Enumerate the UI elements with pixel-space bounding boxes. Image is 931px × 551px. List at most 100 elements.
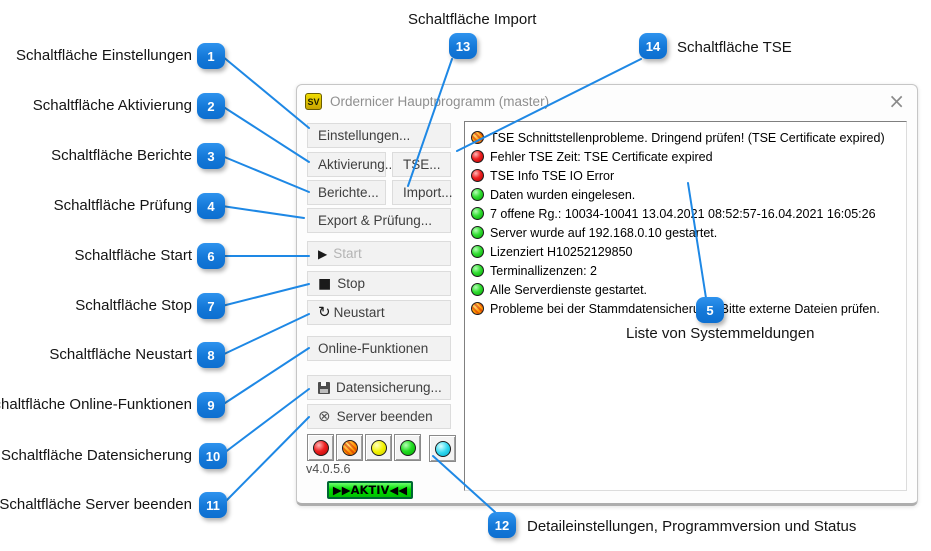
play-icon: ▶: [318, 246, 328, 261]
online-funktionen-button-label: Online-Funktionen: [318, 341, 429, 356]
aktivierung-button[interactable]: Aktivierung...: [307, 152, 396, 177]
status-dot-icon: [471, 150, 484, 163]
import-button-label: Import...: [403, 185, 453, 200]
message-row: 7 offene Rg.: 10034-10041 13.04.2021 08:…: [471, 204, 900, 223]
system-message-list[interactable]: TSE Schnittstellenprobleme. Dringend prü…: [464, 121, 907, 491]
berichte-button[interactable]: Berichte...: [307, 180, 386, 205]
message-row: Fehler TSE Zeit: TSE Certificate expired: [471, 147, 900, 166]
circled-x-icon: ⊗: [318, 407, 331, 425]
datensicherung-button[interactable]: Datensicherung...: [307, 375, 451, 400]
callout-label-berichte: Schaltfläche Berichte: [51, 147, 192, 164]
callout-label-details-status: Detaileinstellungen, Programmversion und…: [527, 518, 857, 535]
cyan-ball-icon: [434, 440, 451, 457]
window-title: Ordernicer Hauptprogramm (master): [330, 94, 550, 109]
neustart-button[interactable]: ↻ Neustart: [307, 300, 451, 325]
callout-label-import: Schaltfläche Import: [408, 11, 537, 28]
restart-arrow-icon: ↻: [318, 303, 331, 321]
tse-button[interactable]: TSE...: [392, 152, 451, 177]
status-dot-icon: [471, 283, 484, 296]
indicator-orange-button[interactable]: [336, 434, 363, 461]
export-pruefung-button-label: Export & Prüfung...: [318, 213, 433, 228]
message-text: TSE Schnittstellenprobleme. Dringend prü…: [490, 130, 885, 145]
status-dot-icon: [471, 188, 484, 201]
callout-badge-8: 8: [197, 342, 225, 368]
callout-label-datensicherung: Schaltfläche Datensicherung: [1, 447, 192, 464]
indicator-red-button[interactable]: [307, 434, 334, 461]
start-button[interactable]: ▶ Start: [307, 241, 451, 266]
indicator-cyan-button[interactable]: [429, 435, 456, 462]
status-dot-icon: [471, 302, 484, 315]
indicator-green-button[interactable]: [394, 434, 421, 461]
callout-badge-13: 13: [449, 33, 477, 59]
message-row: TSE Info TSE IO Error: [471, 166, 900, 185]
status-dot-icon: [471, 207, 484, 220]
stop-button[interactable]: ■ Stop: [307, 271, 451, 296]
callout-badge-3: 3: [197, 143, 225, 169]
green-ball-icon: [399, 439, 416, 456]
callout-line-4: [221, 205, 305, 219]
callout-badge-9: 9: [197, 392, 225, 418]
app-icon: SV: [305, 93, 322, 110]
callout-badge-14: 14: [639, 33, 667, 59]
export-pruefung-button[interactable]: Export & Prüfung...: [307, 208, 451, 233]
message-row: Daten wurden eingelesen.: [471, 185, 900, 204]
callout-label-server-beenden: Schaltfläche Server beenden: [0, 496, 192, 513]
aktiv-status-button[interactable]: ▶▶AKTIV◀◀: [327, 481, 413, 499]
stop-square-icon: ■: [318, 275, 332, 292]
neustart-button-label: Neustart: [333, 305, 385, 320]
einstellungen-button[interactable]: Einstellungen...: [307, 123, 451, 148]
message-row: Alle Serverdienste gestartet.: [471, 280, 900, 299]
aktivierung-button-label: Aktivierung...: [318, 157, 397, 172]
app-window: SV Ordernicer Hauptprogramm (master) × E…: [296, 84, 918, 506]
indicator-yellow-button[interactable]: [365, 434, 392, 461]
callout-badge-12: 12: [488, 512, 516, 538]
callout-badge-5: 5: [696, 297, 724, 323]
berichte-button-label: Berichte...: [318, 185, 379, 200]
close-icon[interactable]: ×: [888, 89, 905, 113]
callout-badge-2: 2: [197, 93, 225, 119]
callout-label-online-funktionen: Schaltfläche Online-Funktionen: [0, 396, 192, 413]
callout-label-systemmeldungen: Liste von Systemmeldungen: [626, 325, 815, 342]
callout-label-einstellungen: Schaltfläche Einstellungen: [16, 47, 192, 64]
message-row: Server wurde auf 192.168.0.10 gestartet.: [471, 223, 900, 242]
message-row: Terminallizenzen: 2: [471, 261, 900, 280]
status-dot-icon: [471, 226, 484, 239]
callout-badge-10: 10: [199, 443, 227, 469]
import-button[interactable]: Import...: [392, 180, 453, 205]
callout-label-aktivierung: Schaltfläche Aktivierung: [32, 97, 192, 114]
server-beenden-button[interactable]: ⊗ Server beenden: [307, 404, 451, 429]
callout-label-tse: Schaltfläche TSE: [677, 39, 792, 56]
status-dot-icon: [471, 245, 484, 258]
message-text: Lizenziert H10252129850: [490, 244, 633, 259]
message-text: Terminallizenzen: 2: [490, 263, 597, 278]
message-text: Server wurde auf 192.168.0.10 gestartet.: [490, 225, 718, 240]
message-text: Fehler TSE Zeit: TSE Certificate expired: [490, 149, 713, 164]
program-version: v4.0.5.6: [306, 462, 351, 476]
message-text: Probleme bei der Stammdatensicherung. Bi…: [490, 301, 880, 316]
message-row: Probleme bei der Stammdatensicherung. Bi…: [471, 299, 900, 318]
orange-hatched-ball-icon: [341, 439, 358, 456]
message-text: Alle Serverdienste gestartet.: [490, 282, 648, 297]
tse-button-label: TSE...: [403, 157, 441, 172]
online-funktionen-button[interactable]: Online-Funktionen: [307, 336, 451, 361]
einstellungen-button-label: Einstellungen...: [318, 128, 411, 143]
callout-label-start: Schaltfläche Start: [74, 247, 192, 264]
message-row: Lizenziert H10252129850: [471, 242, 900, 261]
callout-badge-1: 1: [197, 43, 225, 69]
callout-badge-4: 4: [197, 193, 225, 219]
callout-label-neustart: Schaltfläche Neustart: [49, 346, 192, 363]
yellow-ball-icon: [370, 439, 387, 456]
callout-label-pruefung: Schaltfläche Prüfung: [53, 197, 192, 214]
message-text: Daten wurden eingelesen.: [490, 187, 636, 202]
status-dot-icon: [471, 169, 484, 182]
callout-badge-7: 7: [197, 293, 225, 319]
red-ball-icon: [312, 439, 329, 456]
message-row: TSE Schnittstellenprobleme. Dringend prü…: [471, 128, 900, 147]
title-bar[interactable]: SV Ordernicer Hauptprogramm (master) ×: [297, 85, 917, 119]
callout-badge-6: 6: [197, 243, 225, 269]
datensicherung-button-label: Datensicherung...: [336, 380, 442, 395]
status-dot-icon: [471, 264, 484, 277]
callout-badge-11: 11: [199, 492, 227, 518]
message-text: 7 offene Rg.: 10034-10041 13.04.2021 08:…: [490, 206, 876, 221]
message-text: TSE Info TSE IO Error: [490, 168, 615, 183]
